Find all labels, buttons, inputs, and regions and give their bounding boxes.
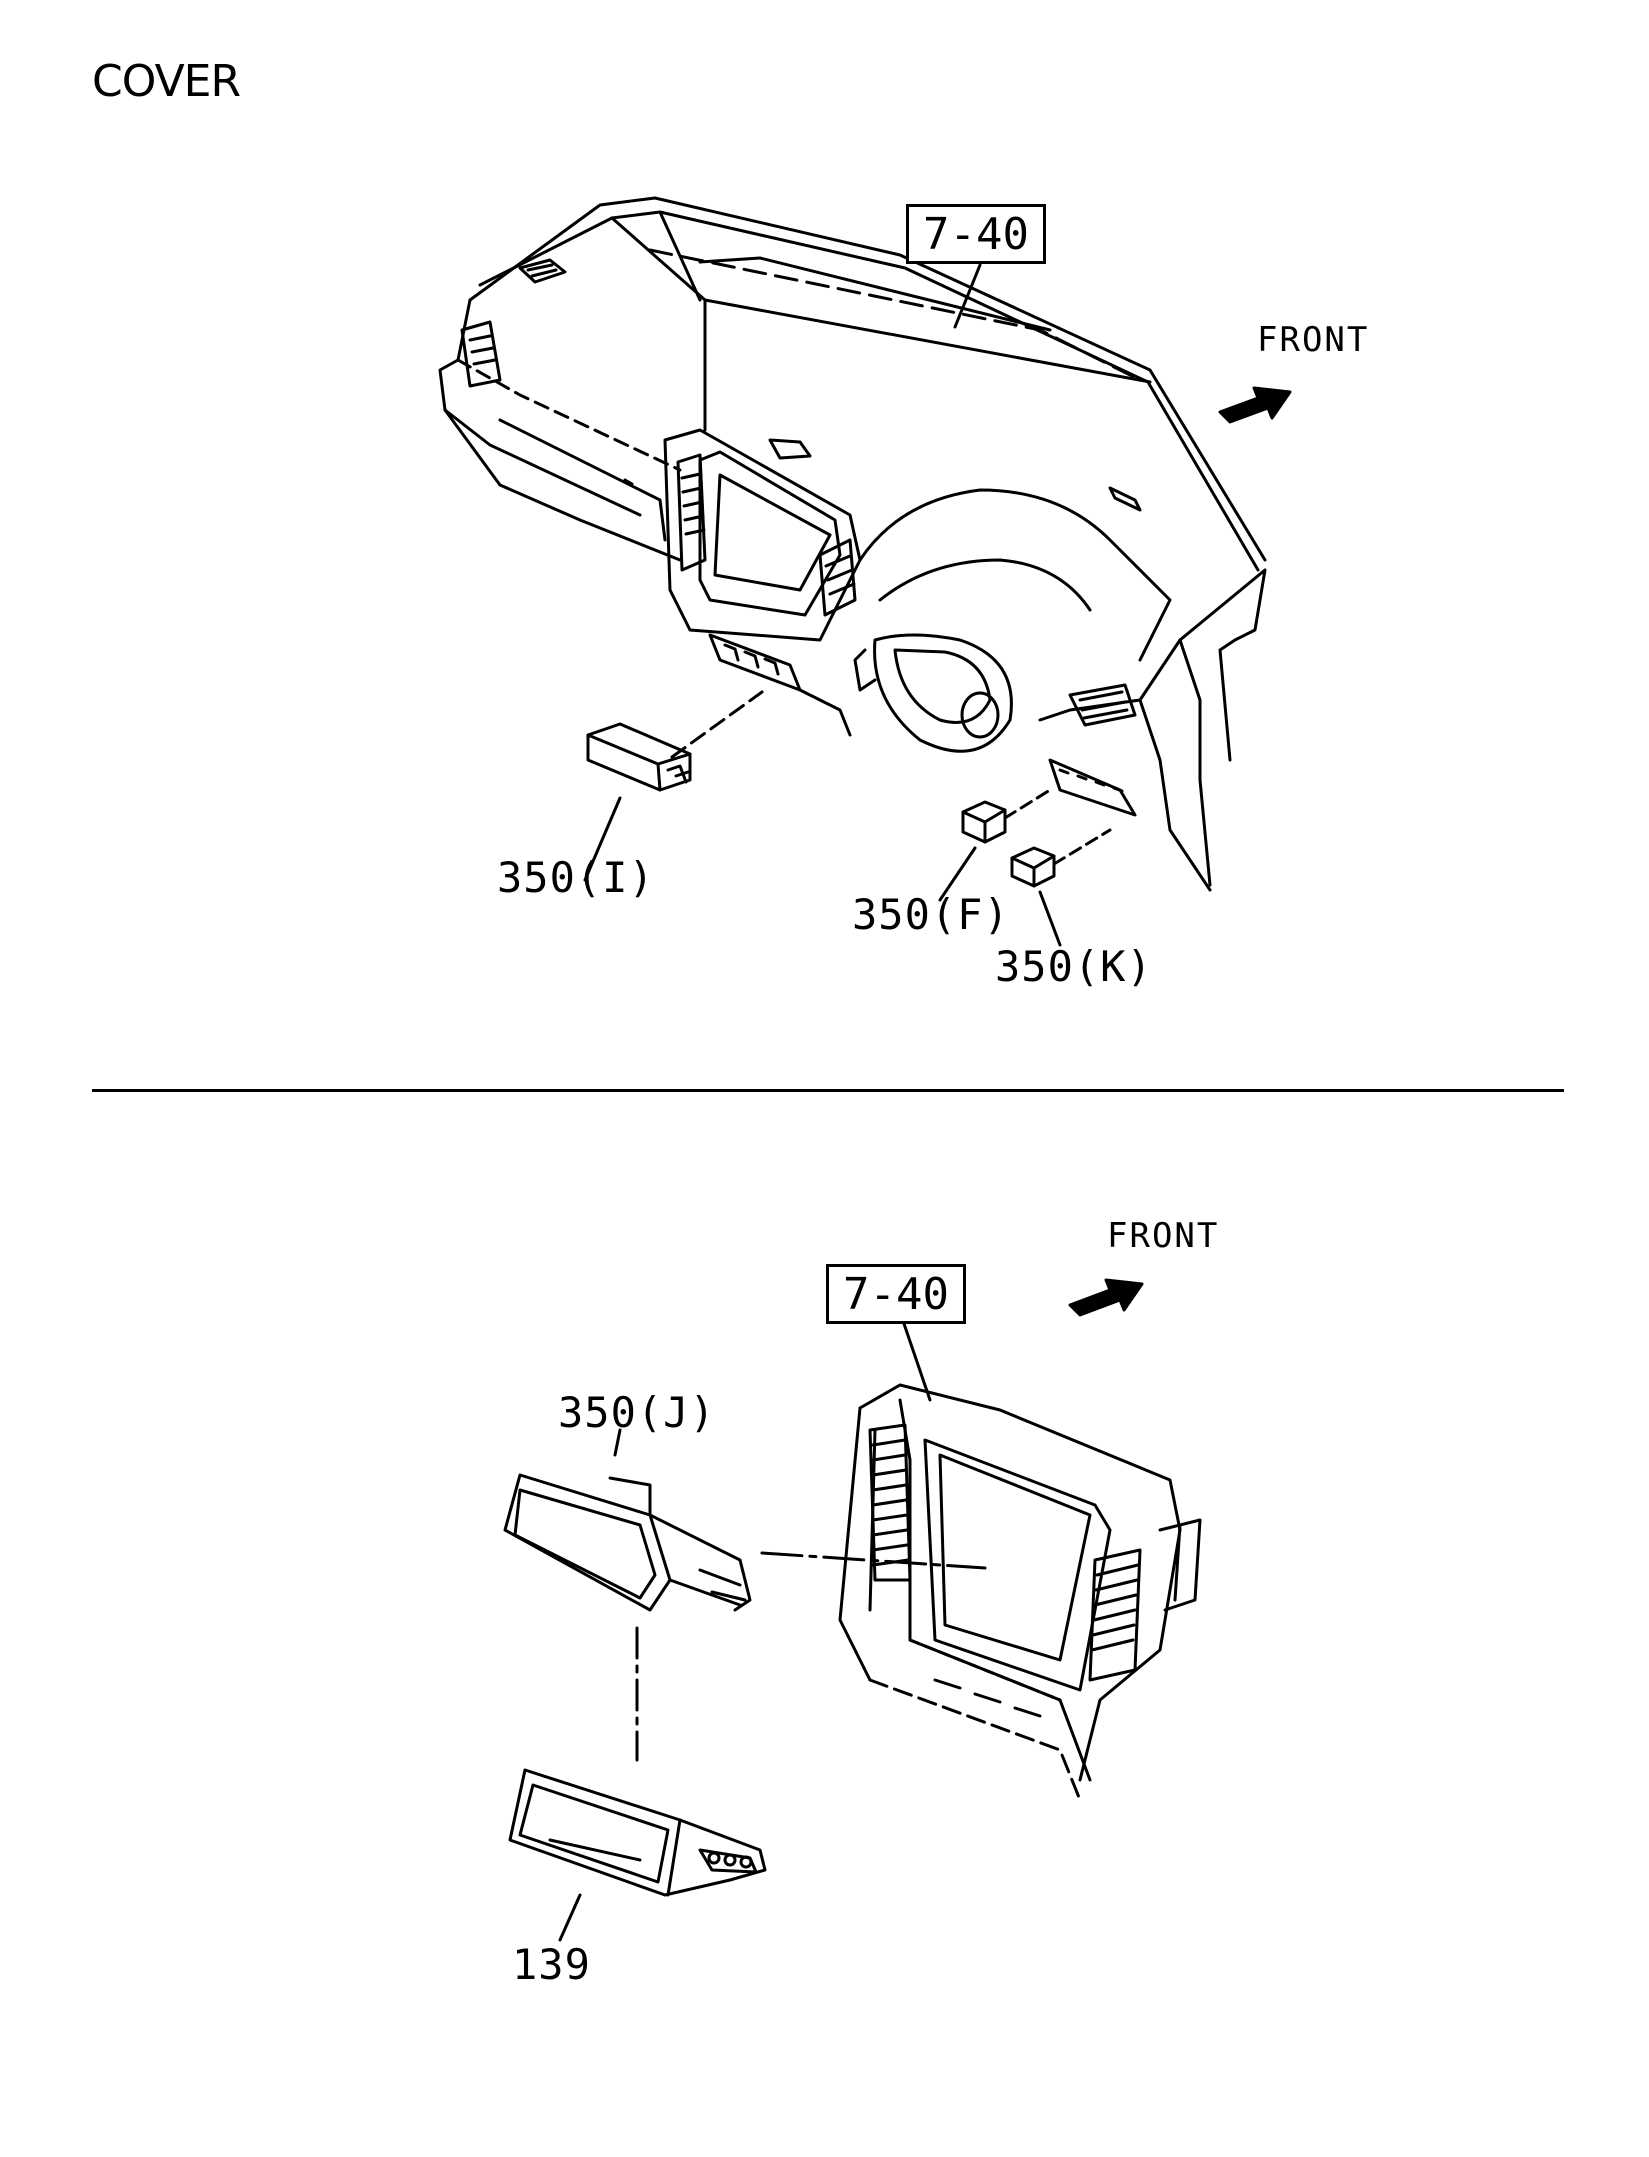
ref-box-7-40-bottom: 7-40	[826, 1264, 966, 1324]
part-350-f-drawing	[938, 788, 1052, 902]
part-350-k-drawing	[1010, 828, 1112, 947]
part-label-350-j: 350(J)	[558, 1388, 716, 1437]
part-139-drawing	[508, 1768, 767, 1942]
part-350-j-drawing	[503, 1428, 987, 1762]
part-label-139: 139	[512, 1940, 591, 1989]
front-label: FRONT	[1257, 320, 1370, 360]
front-arrow-icon	[1218, 386, 1292, 424]
front-label-bottom: FRONT	[1107, 1216, 1220, 1256]
part-label-350-f: 350(F)	[852, 890, 1010, 939]
ref-leader-line	[953, 263, 982, 329]
section-divider	[92, 1089, 1564, 1092]
instrument-panel-drawing	[438, 196, 1267, 892]
part-label-350-k: 350(K)	[995, 942, 1153, 991]
page-title: COVER	[92, 56, 241, 107]
center-bezel-drawing	[838, 1383, 1202, 1802]
part-350-i-drawing	[583, 690, 764, 882]
ref-box-7-40: 7-40	[906, 204, 1046, 264]
ref-leader-line-bottom	[898, 1310, 932, 1402]
front-arrow-icon-bottom	[1068, 1278, 1144, 1317]
part-label-350-i: 350(I)	[497, 853, 655, 902]
